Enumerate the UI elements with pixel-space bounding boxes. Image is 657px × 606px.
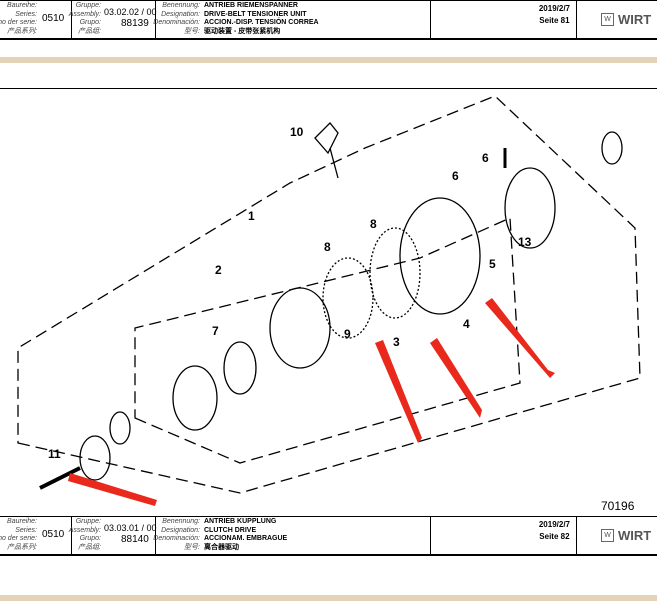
red-arrow bbox=[485, 298, 555, 378]
label: Benennung: bbox=[162, 518, 200, 525]
designation-cell: Benennung:Designation:Denominación:型号: A… bbox=[153, 1, 431, 38]
part-10 bbox=[314, 122, 339, 155]
label: 产品组: bbox=[78, 543, 101, 551]
label-2: 2 bbox=[215, 263, 222, 277]
assembly-value: 03.03.01 / 00 bbox=[104, 523, 157, 533]
assembly-2-outline bbox=[134, 217, 521, 464]
red-arrow bbox=[375, 340, 422, 443]
label-10: 10 bbox=[290, 125, 304, 139]
label: Denominación: bbox=[153, 535, 200, 542]
name-de: ANTRIEB KUPPLUNG bbox=[204, 518, 277, 525]
label-8b: 8 bbox=[324, 240, 331, 254]
label: Assembly: bbox=[68, 526, 101, 534]
label-4: 4 bbox=[463, 317, 470, 331]
part-ring bbox=[109, 411, 131, 445]
label: 产品系列: bbox=[7, 543, 37, 551]
part-13-shaft bbox=[504, 167, 556, 249]
exploded-diagram: 10 6 1 6 8 8 2 13 5 7 9 3 4 11 70196 bbox=[17, 95, 641, 513]
label: Gruppe: bbox=[75, 518, 101, 525]
label: Denominación: bbox=[153, 19, 200, 26]
page-separator bbox=[0, 57, 657, 63]
group-cell: Gruppe:Assembly:Grupo:产品组: 03.03.01 / 00… bbox=[68, 517, 157, 554]
part-4-housing bbox=[399, 197, 481, 315]
label-3: 3 bbox=[393, 335, 400, 349]
label-6b: 6 bbox=[452, 169, 459, 183]
label: no der serie: bbox=[0, 535, 37, 542]
part-7-bearing bbox=[223, 341, 257, 395]
label-1: 1 bbox=[248, 209, 255, 223]
red-arrow bbox=[68, 473, 157, 506]
assembly-1-outline bbox=[17, 95, 641, 494]
date: 2019/2/7 bbox=[538, 520, 570, 529]
label: Baureihe: bbox=[7, 2, 37, 9]
page-number: Seite 82 bbox=[539, 532, 570, 541]
label: Gruppe: bbox=[75, 2, 101, 9]
assembly-value: 03.02.02 / 00 bbox=[104, 7, 157, 17]
logo-text: WIRT bbox=[618, 528, 652, 543]
page-separator bbox=[0, 595, 657, 601]
logo-icon: W bbox=[601, 13, 614, 26]
label-8: 8 bbox=[370, 217, 377, 231]
name-zh: 驱动装置 - 皮带张紧机构 bbox=[204, 27, 281, 35]
name-en: CLUTCH DRIVE bbox=[204, 526, 257, 534]
label: Designation: bbox=[161, 526, 200, 534]
logo-text: WIRT bbox=[618, 12, 652, 27]
logo-icon: W bbox=[601, 529, 614, 542]
part-seal bbox=[601, 131, 623, 165]
part-8b-gear bbox=[369, 227, 421, 319]
page-header-82: Baureihe:Series:no der serie:产品系列: 0510 … bbox=[0, 516, 657, 556]
label: Assembly: bbox=[68, 10, 101, 18]
grupo-value: 88140 bbox=[121, 534, 149, 545]
name-zh: 离合器驱动 bbox=[204, 543, 239, 551]
label: Grupo: bbox=[79, 535, 101, 542]
series-cell: Baureihe:Series:no der serie:产品系列: 0510 bbox=[0, 1, 72, 38]
date: 2019/2/7 bbox=[538, 4, 570, 13]
page-header-81: Baureihe:Series:no der serie:产品系列: 0510 … bbox=[0, 0, 657, 40]
series-value: 0510 bbox=[42, 529, 65, 540]
name-es: ACCIONAM. EMBRAGUE bbox=[204, 535, 288, 542]
label-11: 11 bbox=[48, 447, 61, 461]
label-9: 9 bbox=[344, 327, 351, 341]
page-number: Seite 81 bbox=[539, 16, 570, 25]
label: no der serie: bbox=[0, 19, 37, 26]
name-en: DRIVE-BELT TENSIONER UNIT bbox=[204, 10, 307, 18]
part-11-gear bbox=[79, 435, 111, 481]
name-es: ACCION.-DISP. TENSIÓN CORREA bbox=[204, 19, 319, 26]
grupo-value: 88139 bbox=[121, 18, 149, 29]
label: 产品系列: bbox=[7, 27, 37, 35]
label: Designation: bbox=[161, 10, 200, 18]
series-value: 0510 bbox=[42, 13, 65, 24]
label: 型号: bbox=[184, 543, 200, 551]
logo: W WIRT bbox=[601, 528, 651, 543]
name-de: ANTRIEB RIEMENSPANNER bbox=[204, 2, 298, 9]
label-6: 6 bbox=[482, 151, 489, 165]
series-cell: Baureihe:Series:no der serie:产品系列: 0510 bbox=[0, 517, 72, 554]
logo: W WIRT bbox=[601, 12, 651, 27]
label-5: 5 bbox=[489, 257, 496, 271]
part-hub bbox=[172, 365, 218, 431]
red-arrow bbox=[430, 338, 482, 418]
label: Benennung: bbox=[162, 2, 200, 9]
label: Series: bbox=[15, 10, 37, 18]
label-7: 7 bbox=[212, 324, 219, 338]
label: 型号: bbox=[184, 27, 200, 35]
label: 产品组: bbox=[78, 27, 101, 35]
label: Grupo: bbox=[79, 19, 101, 26]
label-13: 13 bbox=[518, 235, 532, 249]
drawing-number: 70196 bbox=[601, 499, 635, 513]
part-8-gear bbox=[322, 257, 374, 339]
red-arrows bbox=[68, 298, 555, 506]
group-cell: Gruppe:Assembly:Grupo:产品组: 03.02.02 / 00… bbox=[68, 1, 157, 38]
part-cage bbox=[269, 287, 331, 369]
label: Series: bbox=[15, 526, 37, 534]
designation-cell: Benennung:Designation:Denominación:型号: A… bbox=[153, 517, 431, 554]
label: Baureihe: bbox=[7, 518, 37, 525]
